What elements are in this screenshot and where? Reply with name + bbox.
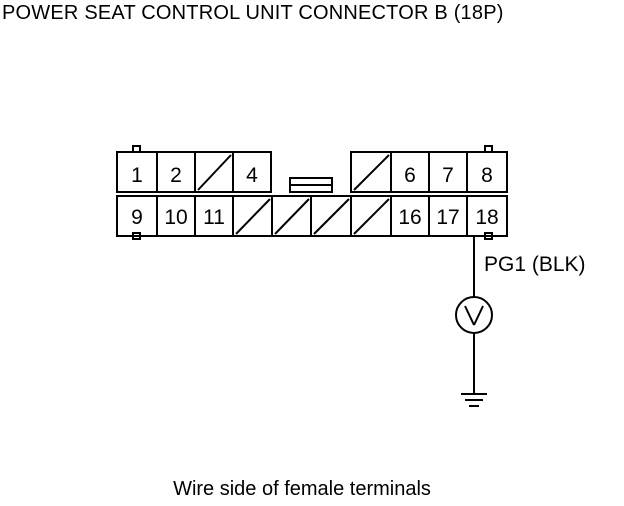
terminal-label: 2 [170,164,182,187]
terminal-label: 18 [475,206,498,229]
terminal-label: 7 [442,164,454,187]
terminal-label: 6 [404,164,416,187]
terminal-label: 11 [203,206,225,229]
wire-label: PG1 (BLK) [484,253,586,276]
terminal-4 [232,151,272,193]
terminal-8 [466,151,508,193]
terminal-14-blank-slash [313,198,350,235]
voltmeter-icon [455,296,493,334]
ground-icon [461,393,487,407]
voltmeter-v-right [473,305,484,326]
terminal-12-blank-slash [235,198,271,235]
terminal-5-blank-slash [353,154,390,191]
terminal-label: 17 [436,206,459,229]
terminal-label: 8 [481,164,493,187]
terminal-label: 4 [246,164,258,187]
terminal-label: 1 [131,164,143,187]
terminal-label: 9 [131,206,143,229]
terminal-3-blank-slash [197,154,232,191]
diagram-title: POWER SEAT CONTROL UNIT CONNECTOR B (18P… [2,2,504,24]
terminal-15-blank-slash [353,198,390,235]
diagram-caption: Wire side of female terminals [173,478,431,500]
terminal-13-blank-slash [274,198,310,235]
voltmeter-v-left [464,305,475,326]
terminal-label: 16 [398,206,421,229]
terminal-label: 10 [164,206,187,229]
